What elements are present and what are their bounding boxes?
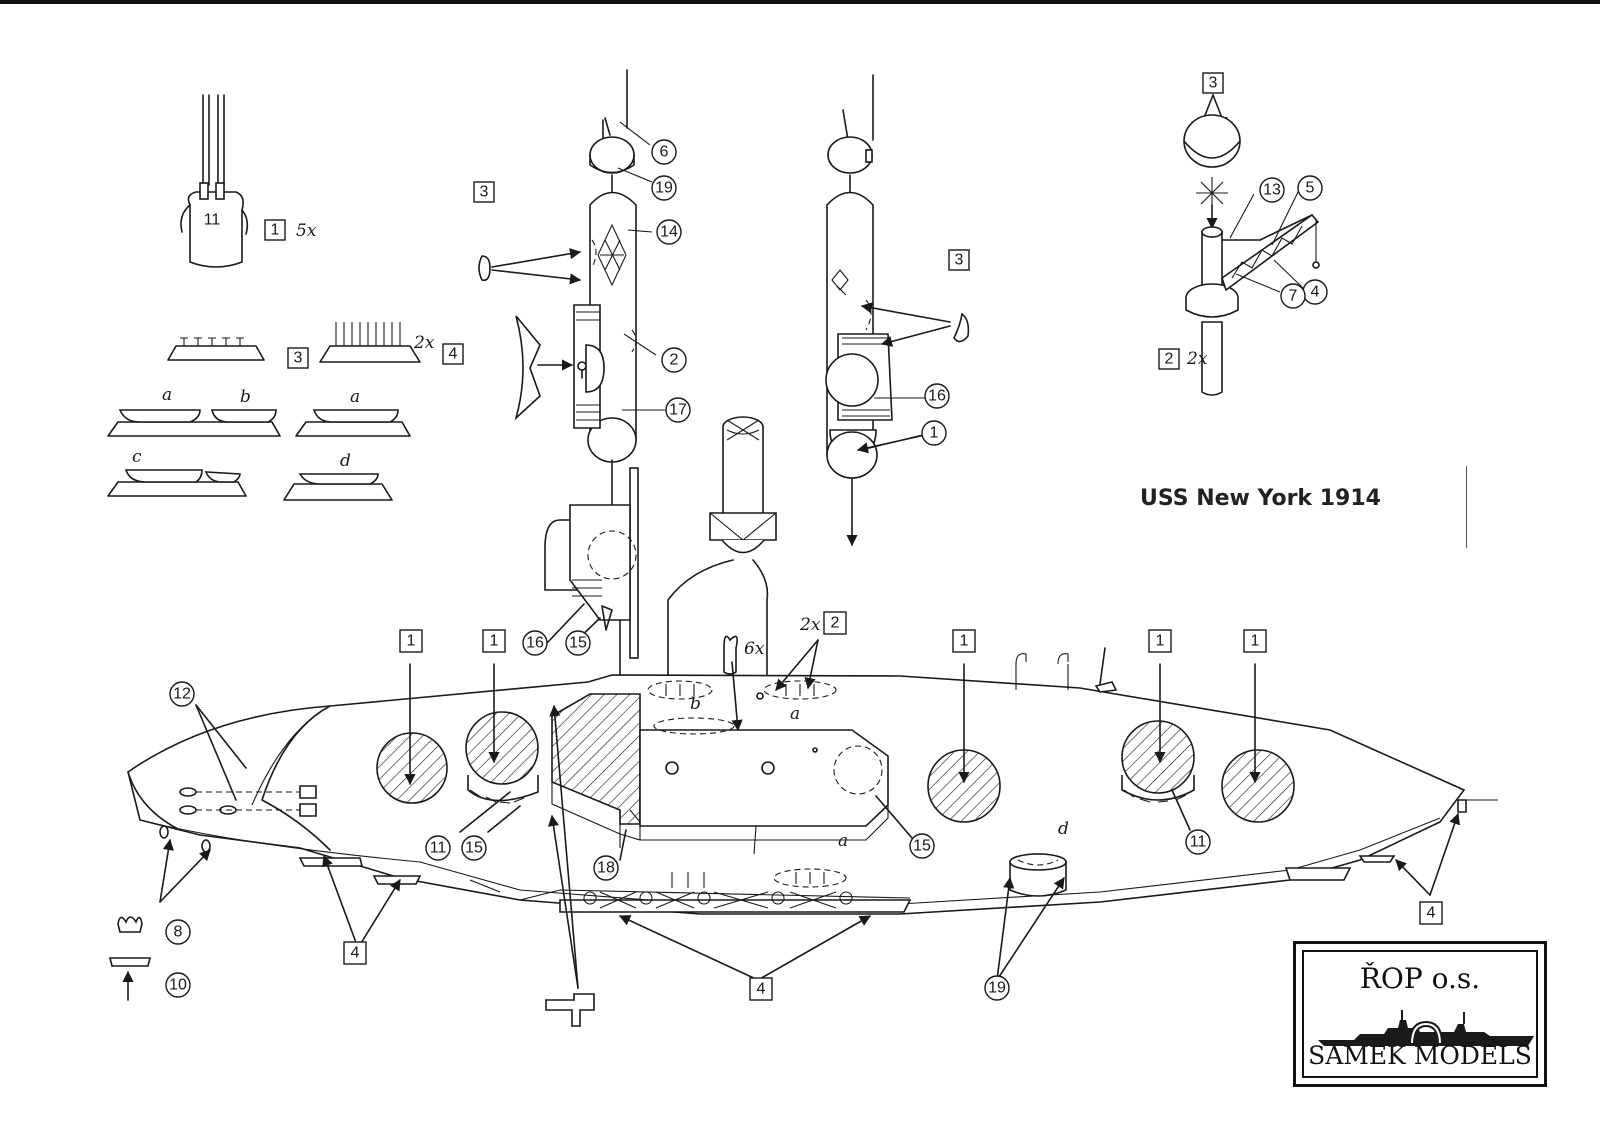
boxed-4-rails: 4 [449, 346, 458, 363]
boxed-2-deck: 2 [831, 615, 840, 632]
circled-15-bow: 15 [465, 840, 483, 857]
circled-10: 10 [169, 977, 187, 994]
circled-16-fore: 16 [526, 635, 544, 652]
turret-barbette-2 [465, 711, 539, 785]
boat-letter-d: d [340, 451, 351, 471]
boxed-4-stern: 4 [1427, 905, 1436, 922]
logo-ship-icon [1318, 1010, 1534, 1046]
funnel-part [667, 416, 777, 761]
circled-2: 2 [670, 352, 679, 369]
turret-mark: 11 [204, 212, 221, 229]
hull-plan: b a a d [127, 653, 1498, 915]
turret-count: 5x [296, 221, 317, 241]
turret-barbette-5 [1221, 749, 1295, 823]
crane-count: 2x [1186, 349, 1208, 369]
rail-count: 2x [413, 333, 435, 353]
vent-count: 6x [744, 639, 765, 659]
circled-11-bow: 11 [430, 840, 447, 857]
fore-mast-assembly: 3 [473, 69, 666, 756]
deck-letter-d: d [1058, 819, 1069, 839]
boxed-3-crane: 3 [1209, 75, 1218, 92]
circled-15-mast: 15 [569, 635, 587, 652]
circled-19-deck: 19 [988, 980, 1006, 997]
boat-letter-a2: a [350, 387, 360, 407]
boxed-1-e: 1 [1251, 633, 1260, 650]
boxed-1-d: 1 [1156, 633, 1165, 650]
boxed-4-bow: 4 [351, 945, 360, 962]
circled-1: 1 [930, 425, 939, 442]
page-top-edge [0, 0, 1600, 4]
main-mast-assembly: 3 [825, 74, 970, 547]
leader-lines [159, 434, 1460, 989]
logo-top-text: ŘOP o.s. [1359, 962, 1481, 995]
title-rule [1466, 466, 1467, 548]
boxed-1-a: 1 [407, 633, 416, 650]
circled-7: 7 [1289, 288, 1298, 305]
forward-superstructure [551, 693, 641, 825]
circled-15-aft: 15 [913, 838, 931, 855]
boat-letter-b: b [240, 387, 251, 407]
circled-5: 5 [1306, 180, 1315, 197]
circled-8: 8 [174, 924, 183, 941]
circled-numbers: 1 2 3 4 5 6 7 8 10 11 11 12 13 14 15 15 … [165, 139, 1328, 1001]
boxed-3-main: 3 [955, 252, 964, 269]
ship-title: USS New York 1914 [1140, 486, 1381, 511]
crane-assembly: 3 2 2x [1158, 72, 1320, 396]
circled-6: 6 [660, 144, 669, 161]
circled-13: 13 [1263, 182, 1281, 199]
logo-bottom-text: SAMEK MODELS [1308, 1041, 1532, 1070]
boat-count: 2x [799, 615, 821, 635]
boxed-2-crane: 2 [1165, 351, 1174, 368]
circled-16-main: 16 [928, 388, 946, 405]
circled-17: 17 [669, 402, 687, 419]
turret-detail: 11 1 5x [180, 94, 317, 268]
circled-4: 4 [1311, 284, 1320, 301]
boxed-1-b: 1 [490, 633, 499, 650]
circled-18: 18 [597, 860, 615, 877]
turret-barbette-4 [1121, 720, 1195, 794]
circled-19-mast: 19 [655, 180, 673, 197]
circled-14: 14 [660, 224, 678, 241]
deck-letter-a2: a [838, 831, 848, 851]
boxed-3-parts: 3 [294, 350, 303, 367]
boxed-1-turret [264, 219, 286, 241]
turret-barbette-1 [376, 732, 448, 804]
boxed-numbers: 1 1 1 1 1 2x 2 4 4 4 [343, 611, 1443, 1001]
boat-letter-a: a [162, 385, 172, 405]
boxed-1-c: 1 [960, 633, 969, 650]
circled-11-stern: 11 [1190, 834, 1207, 851]
circled-12: 12 [173, 686, 191, 703]
samek-models-logo: ŘOP o.s. SAMEK MODELS [1293, 941, 1547, 1087]
small-parts: 6x [108, 635, 765, 1027]
boxed-3-fore: 3 [480, 184, 489, 201]
boat-parts: 3 2x 4 a b a c [107, 322, 464, 501]
boat-letter-c: c [132, 447, 142, 467]
boxed-1-turret-label: 1 [271, 222, 280, 239]
logo-frame: ŘOP o.s. SAMEK MODELS [1302, 950, 1538, 1078]
boxed-4-mid: 4 [757, 981, 766, 998]
deck-letter-b: b [690, 694, 701, 714]
deck-letter-a: a [790, 704, 800, 724]
